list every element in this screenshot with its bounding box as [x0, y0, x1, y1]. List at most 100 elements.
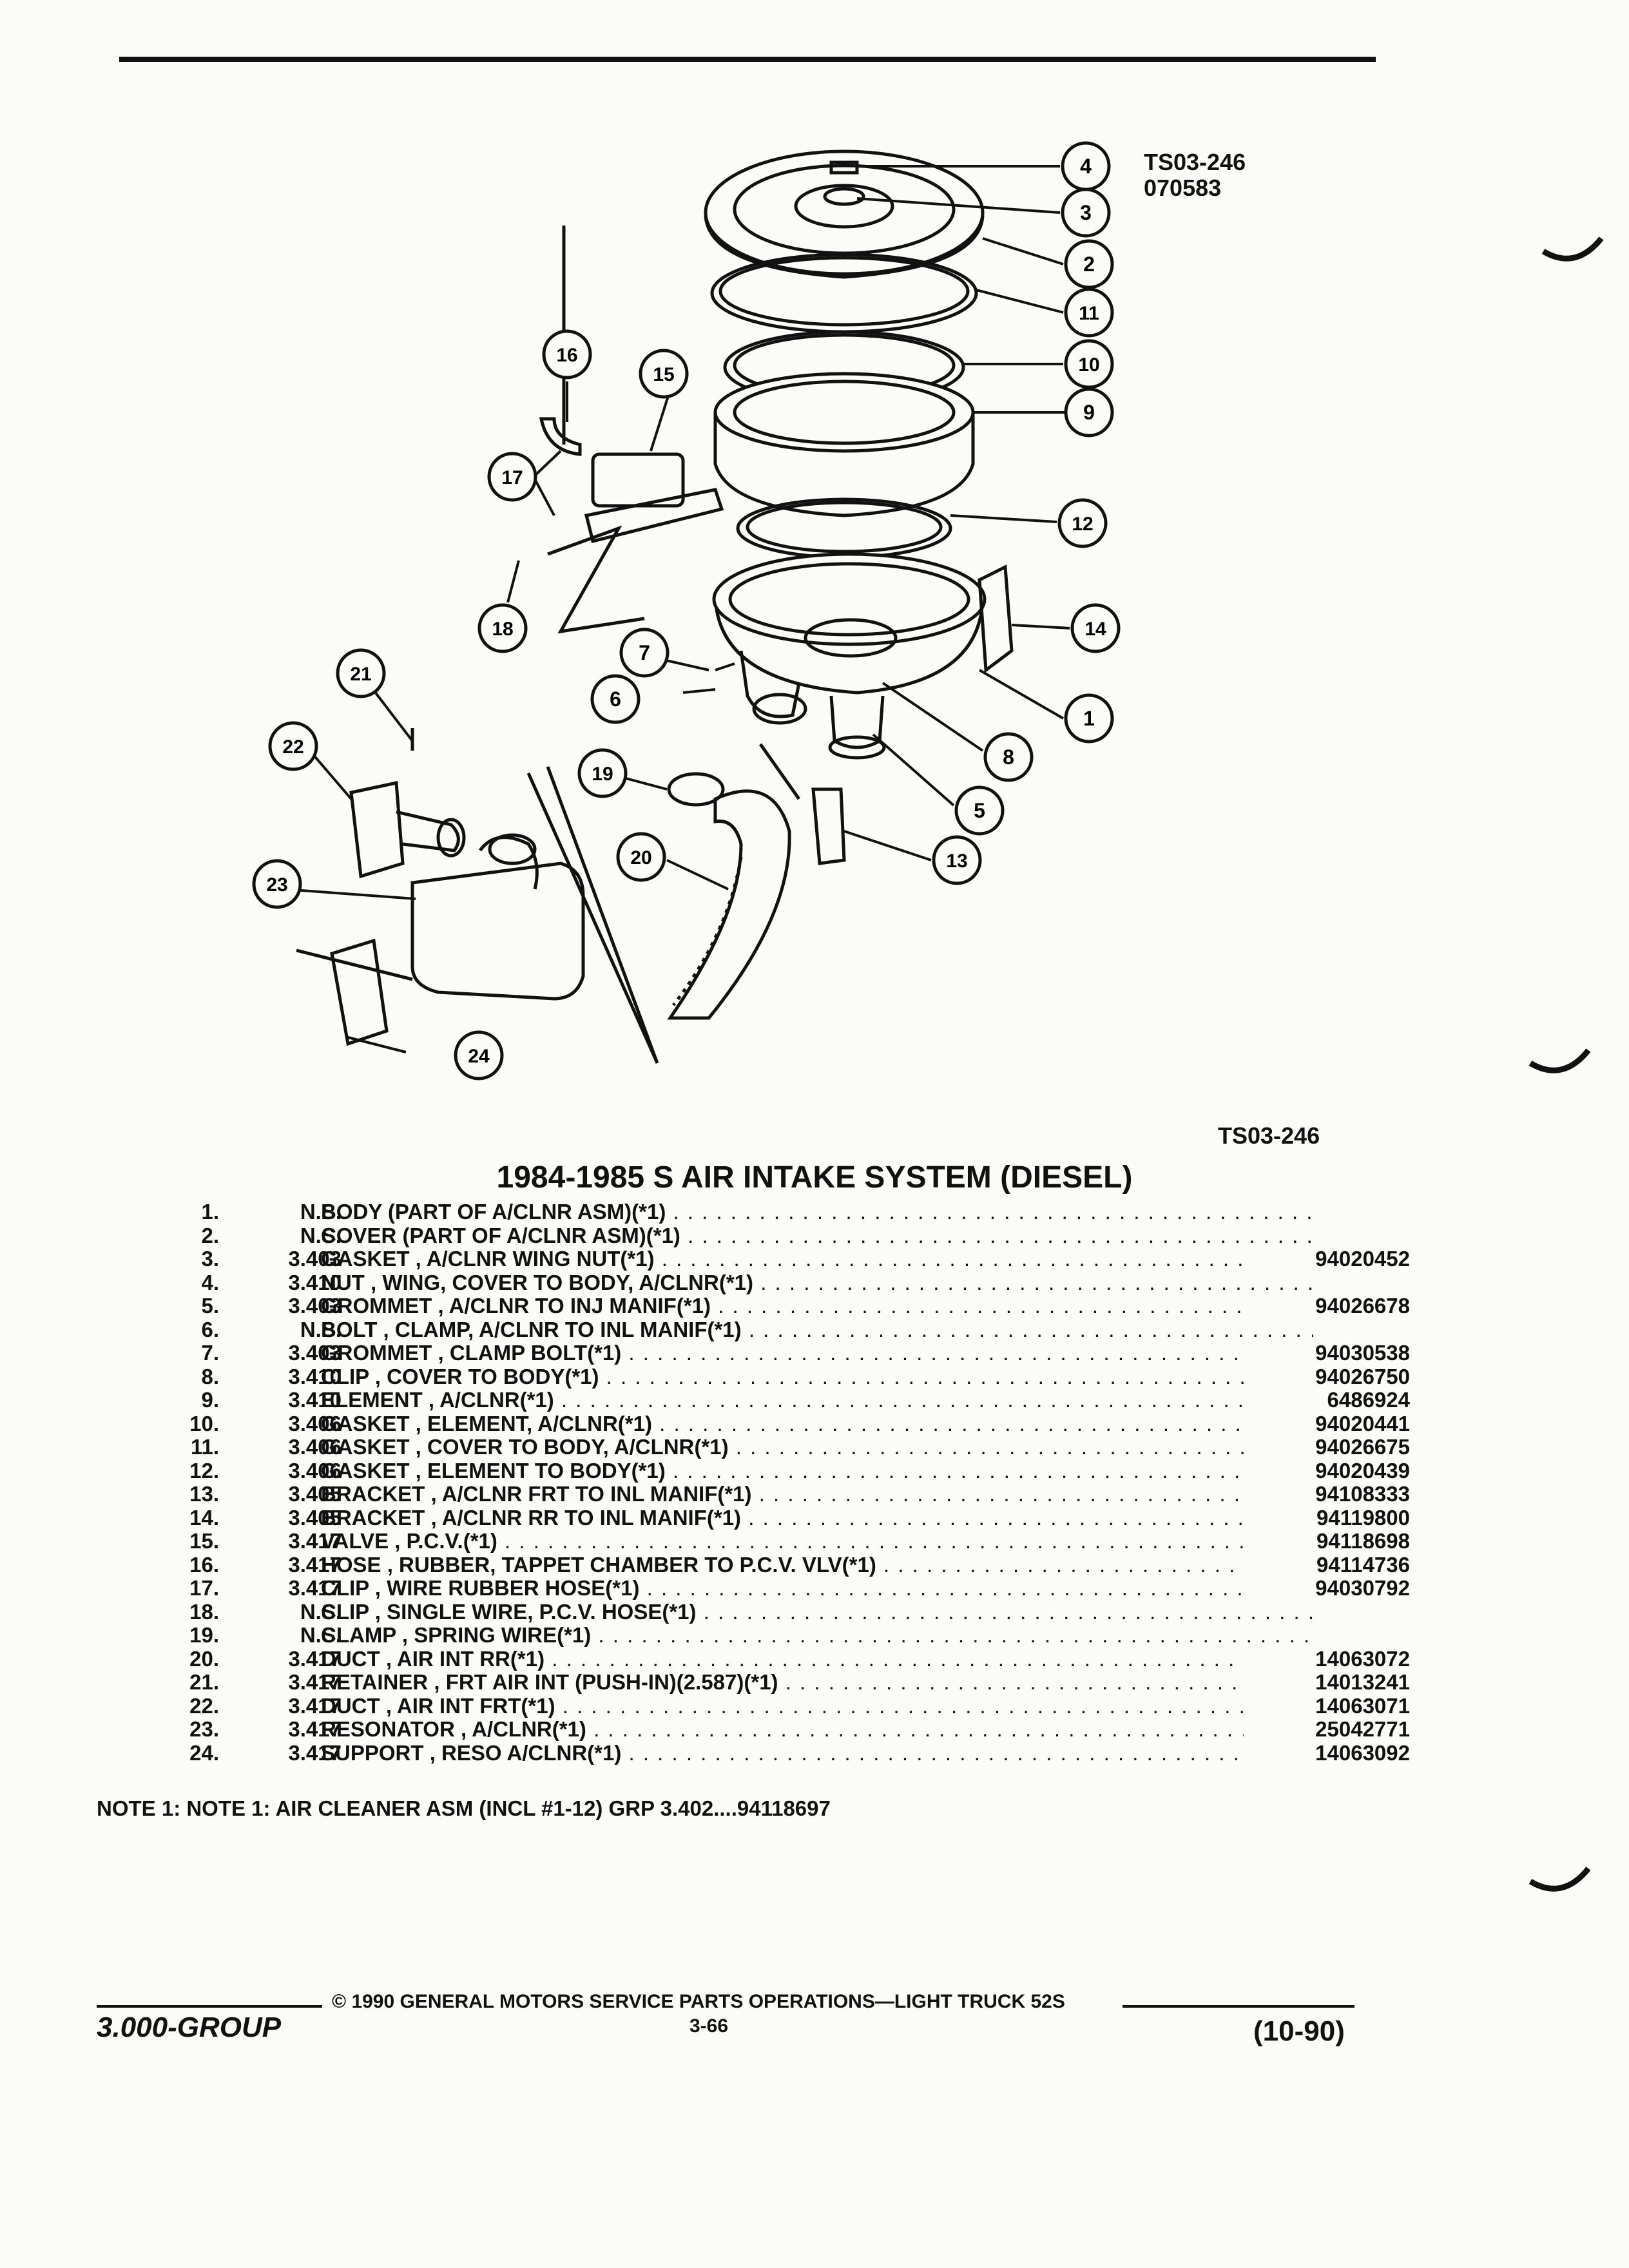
- exploded-parts-diagram: 4 3 2 11 10 9 12 14 1 8 5 13 7 6 16 15 1…: [252, 141, 1121, 1081]
- part-number: 14063072: [1244, 1646, 1410, 1671]
- part-number-index: 5.: [201, 1294, 219, 1318]
- part-description: NUT , WING, COVER TO BODY, A/CLNR(*1): [321, 1271, 1313, 1295]
- callout-23: 23: [266, 874, 287, 896]
- part-number-index: 16.: [189, 1552, 219, 1577]
- binder-mark-middle: [1528, 1048, 1591, 1073]
- callout-11: 11: [1079, 303, 1099, 324]
- callout-3: 3: [1080, 201, 1092, 224]
- section-title: 1984-1985 S AIR INTAKE SYSTEM (DIESEL): [496, 1160, 1133, 1195]
- part-number: 94026750: [1244, 1364, 1410, 1389]
- part-number-index: 4.: [201, 1270, 219, 1294]
- part-description: DUCT , AIR INT RR(*1): [321, 1647, 1313, 1671]
- figure-reference: TS03-246 070583: [1144, 149, 1246, 201]
- parts-list: 1.N.S.BODY (PART OF A/CLNR ASM)(*1)2.N.S…: [103, 1200, 1410, 1765]
- part-number: 94020439: [1244, 1458, 1410, 1483]
- part-number-index: 18.: [189, 1599, 219, 1624]
- footer-rule-right: [1123, 2005, 1354, 2008]
- rear-bracket: [978, 564, 1014, 673]
- part-description: GASKET , ELEMENT, A/CLNR(*1): [321, 1412, 1313, 1436]
- part-description: SUPPORT , RESO A/CLNR(*1): [321, 1741, 1313, 1765]
- part-description: VALVE , P.C.V.(*1): [321, 1529, 1313, 1553]
- part-description: DUCT , AIR INT FRT(*1): [321, 1694, 1313, 1718]
- rear-duct: [667, 789, 791, 1020]
- part-description: RETAINER , FRT AIR INT (PUSH-IN)(2.587)(…: [321, 1670, 1313, 1695]
- callout-9: 9: [1083, 401, 1095, 424]
- part-number: 94026675: [1244, 1435, 1410, 1459]
- figure-ref-code-bottom: TS03-246: [1218, 1122, 1320, 1149]
- part-number-index: 2.: [201, 1223, 219, 1247]
- footer-revision-date: (10-90): [1253, 2015, 1345, 2047]
- callout-22: 22: [282, 736, 304, 758]
- parts-row: 19.N.S.CLAMP , SPRING WIRE(*1): [103, 1623, 1392, 1647]
- footer-copyright: © 1990 GENERAL MOTORS SERVICE PARTS OPER…: [332, 1991, 1065, 2012]
- part-description: GROMMET , CLAMP BOLT(*1): [321, 1341, 1313, 1365]
- part-number-index: 20.: [189, 1646, 219, 1671]
- binder-mark-top: [1541, 236, 1604, 262]
- part-description: ELEMENT , A/CLNR(*1): [321, 1388, 1313, 1412]
- part-number-index: 23.: [189, 1717, 219, 1741]
- part-number: 14063092: [1244, 1740, 1410, 1765]
- part-description: BRACKET , A/CLNR FRT TO INL MANIF(*1): [321, 1482, 1313, 1506]
- part-number: 94030538: [1244, 1341, 1410, 1365]
- parts-row: 18.N.S.CLIP , SINGLE WIRE, P.C.V. HOSE(*…: [103, 1600, 1392, 1624]
- parts-row: 2.N.S.COVER (PART OF A/CLNR ASM)(*1): [103, 1224, 1392, 1247]
- part-description: CLIP , WIRE RUBBER HOSE(*1): [321, 1576, 1313, 1600]
- part-description: HOSE , RUBBER, TAPPET CHAMBER TO P.C.V. …: [321, 1553, 1313, 1577]
- callout-16: 16: [556, 345, 577, 366]
- part-description: GASKET , COVER TO BODY, A/CLNR(*1): [321, 1435, 1313, 1459]
- part-number-index: 7.: [201, 1341, 219, 1365]
- part-number: 94020452: [1244, 1247, 1410, 1271]
- footer-group: 3.000-GROUP: [97, 2012, 282, 2043]
- callout-1: 1: [1083, 707, 1095, 730]
- callout-2: 2: [1083, 253, 1095, 276]
- part-number: 94108333: [1244, 1482, 1410, 1506]
- part-number-index: 22.: [189, 1693, 219, 1718]
- part-number-index: 3.: [201, 1247, 219, 1271]
- callout-21: 21: [350, 664, 371, 685]
- callout-13: 13: [946, 850, 967, 872]
- part-number-index: 9.: [201, 1388, 219, 1412]
- part-number-index: 12.: [189, 1458, 219, 1483]
- pcv-valve-assembly: [539, 226, 724, 634]
- part-number-index: 8.: [201, 1364, 219, 1389]
- part-number: 94030792: [1244, 1576, 1410, 1600]
- part-number: 14063071: [1244, 1693, 1410, 1718]
- footer-rule-left: [97, 2005, 322, 2008]
- callout-20: 20: [630, 847, 651, 869]
- callout-18: 18: [492, 619, 513, 640]
- callout-15: 15: [653, 364, 674, 385]
- part-number-index: 13.: [189, 1482, 219, 1506]
- resonator: [410, 833, 585, 1001]
- footer-page-number: 3-66: [689, 2015, 729, 2037]
- part-number: 94118698: [1244, 1529, 1410, 1553]
- part-description: GROMMET , A/CLNR TO INJ MANIF(*1): [321, 1294, 1313, 1318]
- front-bracket: [811, 787, 846, 865]
- part-number-index: 10.: [189, 1411, 219, 1436]
- part-description: GASKET , ELEMENT TO BODY(*1): [321, 1459, 1313, 1483]
- part-number: 6486924: [1244, 1388, 1410, 1412]
- figure-ref-date: 070583: [1144, 175, 1222, 201]
- part-number: 94119800: [1244, 1505, 1410, 1530]
- filter-element: [713, 372, 975, 517]
- parts-row: 6.N.S.BOLT , CLAMP, A/CLNR TO INL MANIF(…: [103, 1318, 1392, 1341]
- parts-row: 1.N.S.BODY (PART OF A/CLNR ASM)(*1): [103, 1200, 1392, 1224]
- part-description: CLIP , COVER TO BODY(*1): [321, 1365, 1313, 1389]
- parts-note: NOTE 1: NOTE 1: AIR CLEANER ASM (INCL #1…: [97, 1796, 831, 1820]
- part-number: 25042771: [1244, 1717, 1410, 1742]
- callout-19: 19: [592, 764, 613, 785]
- part-description: RESONATOR , A/CLNR(*1): [321, 1717, 1313, 1742]
- part-number: 94114736: [1244, 1552, 1410, 1577]
- figure-ref-code: TS03-246: [1144, 149, 1246, 175]
